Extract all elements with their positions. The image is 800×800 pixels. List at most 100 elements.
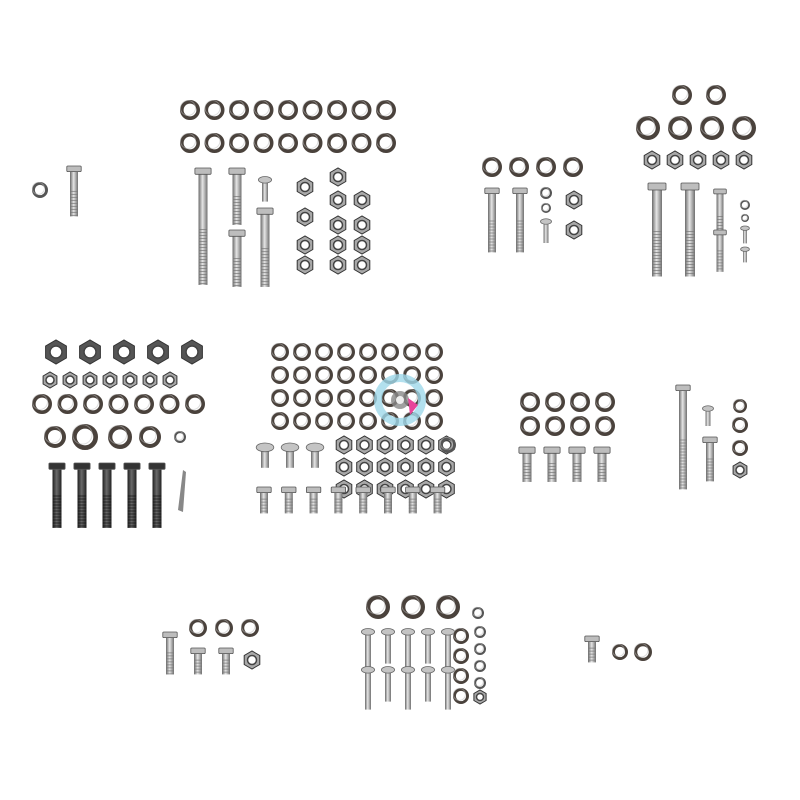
hex-bolt xyxy=(518,446,536,482)
washer xyxy=(452,687,470,705)
hex-nut xyxy=(329,235,347,255)
screw xyxy=(380,666,395,702)
screw xyxy=(420,666,435,702)
screw xyxy=(360,666,375,710)
hex-nut xyxy=(296,235,314,255)
washer xyxy=(314,365,333,384)
washer xyxy=(229,100,250,121)
washer xyxy=(439,436,457,454)
washer xyxy=(185,393,206,414)
hex-nut xyxy=(356,435,373,455)
washer xyxy=(481,157,502,178)
washer xyxy=(277,100,298,121)
washer xyxy=(540,202,552,213)
washer xyxy=(594,415,615,436)
hex-nut xyxy=(353,255,371,275)
washer xyxy=(473,625,486,639)
washer xyxy=(452,647,470,665)
washer xyxy=(214,618,233,637)
washer xyxy=(473,642,486,656)
hex-nut xyxy=(142,371,158,389)
washer xyxy=(108,425,133,450)
hex-bolt xyxy=(512,187,528,253)
screw xyxy=(440,666,455,710)
washer xyxy=(314,388,333,407)
washer xyxy=(188,618,207,637)
washer xyxy=(292,411,311,430)
washer xyxy=(31,393,52,414)
washer xyxy=(452,627,470,645)
hex-nut xyxy=(62,371,78,389)
screw xyxy=(702,405,714,426)
washer xyxy=(594,391,615,412)
hex-nut xyxy=(353,235,371,255)
washer xyxy=(402,342,421,361)
hex-nut xyxy=(335,457,353,477)
washer xyxy=(326,100,347,121)
screw xyxy=(305,442,325,468)
washer xyxy=(731,116,756,141)
washer xyxy=(292,342,311,361)
washer xyxy=(569,415,590,436)
washer xyxy=(424,388,443,407)
washer xyxy=(424,411,443,430)
watermark-logo xyxy=(374,374,426,426)
screw xyxy=(440,628,455,679)
hex-bolt xyxy=(429,486,446,514)
washer xyxy=(31,181,48,199)
washer xyxy=(159,393,180,414)
washer xyxy=(180,133,201,154)
washer xyxy=(71,423,98,450)
hex-nut xyxy=(335,435,353,455)
hex-nut xyxy=(296,177,314,197)
screw xyxy=(740,225,750,244)
hex-bolt xyxy=(593,446,611,482)
hex-nut xyxy=(329,215,347,235)
hex-nut xyxy=(147,339,169,365)
washer xyxy=(180,100,201,121)
washer xyxy=(424,365,443,384)
washer xyxy=(473,676,486,690)
screw xyxy=(420,628,435,664)
washer xyxy=(43,426,67,449)
hex-bolt xyxy=(148,462,166,528)
hex-nut xyxy=(353,190,371,210)
washer xyxy=(336,388,355,407)
hex-bolt xyxy=(675,384,691,490)
washer xyxy=(326,133,347,154)
hex-nut xyxy=(122,371,138,389)
washer xyxy=(134,393,155,414)
washer xyxy=(358,365,377,384)
washer xyxy=(253,133,274,154)
hex-nut xyxy=(397,457,414,477)
hex-bolt xyxy=(228,167,246,225)
hex-nut xyxy=(329,190,347,210)
hex-bolt xyxy=(702,436,718,482)
hex-bolt xyxy=(98,462,116,528)
washer xyxy=(270,365,289,384)
hex-bolt xyxy=(194,167,212,285)
washer xyxy=(611,643,629,661)
washer xyxy=(633,642,652,661)
washer xyxy=(138,426,161,449)
washer xyxy=(739,199,751,210)
hex-nut xyxy=(243,650,261,670)
washer xyxy=(83,393,104,414)
washer xyxy=(358,388,377,407)
hex-nut xyxy=(732,461,748,479)
hex-bolt xyxy=(48,462,66,528)
washer xyxy=(731,439,749,457)
hex-nut xyxy=(473,689,487,705)
screw xyxy=(360,628,375,679)
hex-bolt xyxy=(484,187,500,253)
hex-nut xyxy=(565,220,583,240)
washer xyxy=(173,430,187,443)
hex-nut xyxy=(712,150,730,170)
hex-nut xyxy=(689,150,707,170)
washer xyxy=(473,659,486,673)
hex-nut xyxy=(417,435,435,455)
washer xyxy=(108,393,129,414)
hex-nut xyxy=(329,255,347,275)
washer xyxy=(732,398,748,414)
